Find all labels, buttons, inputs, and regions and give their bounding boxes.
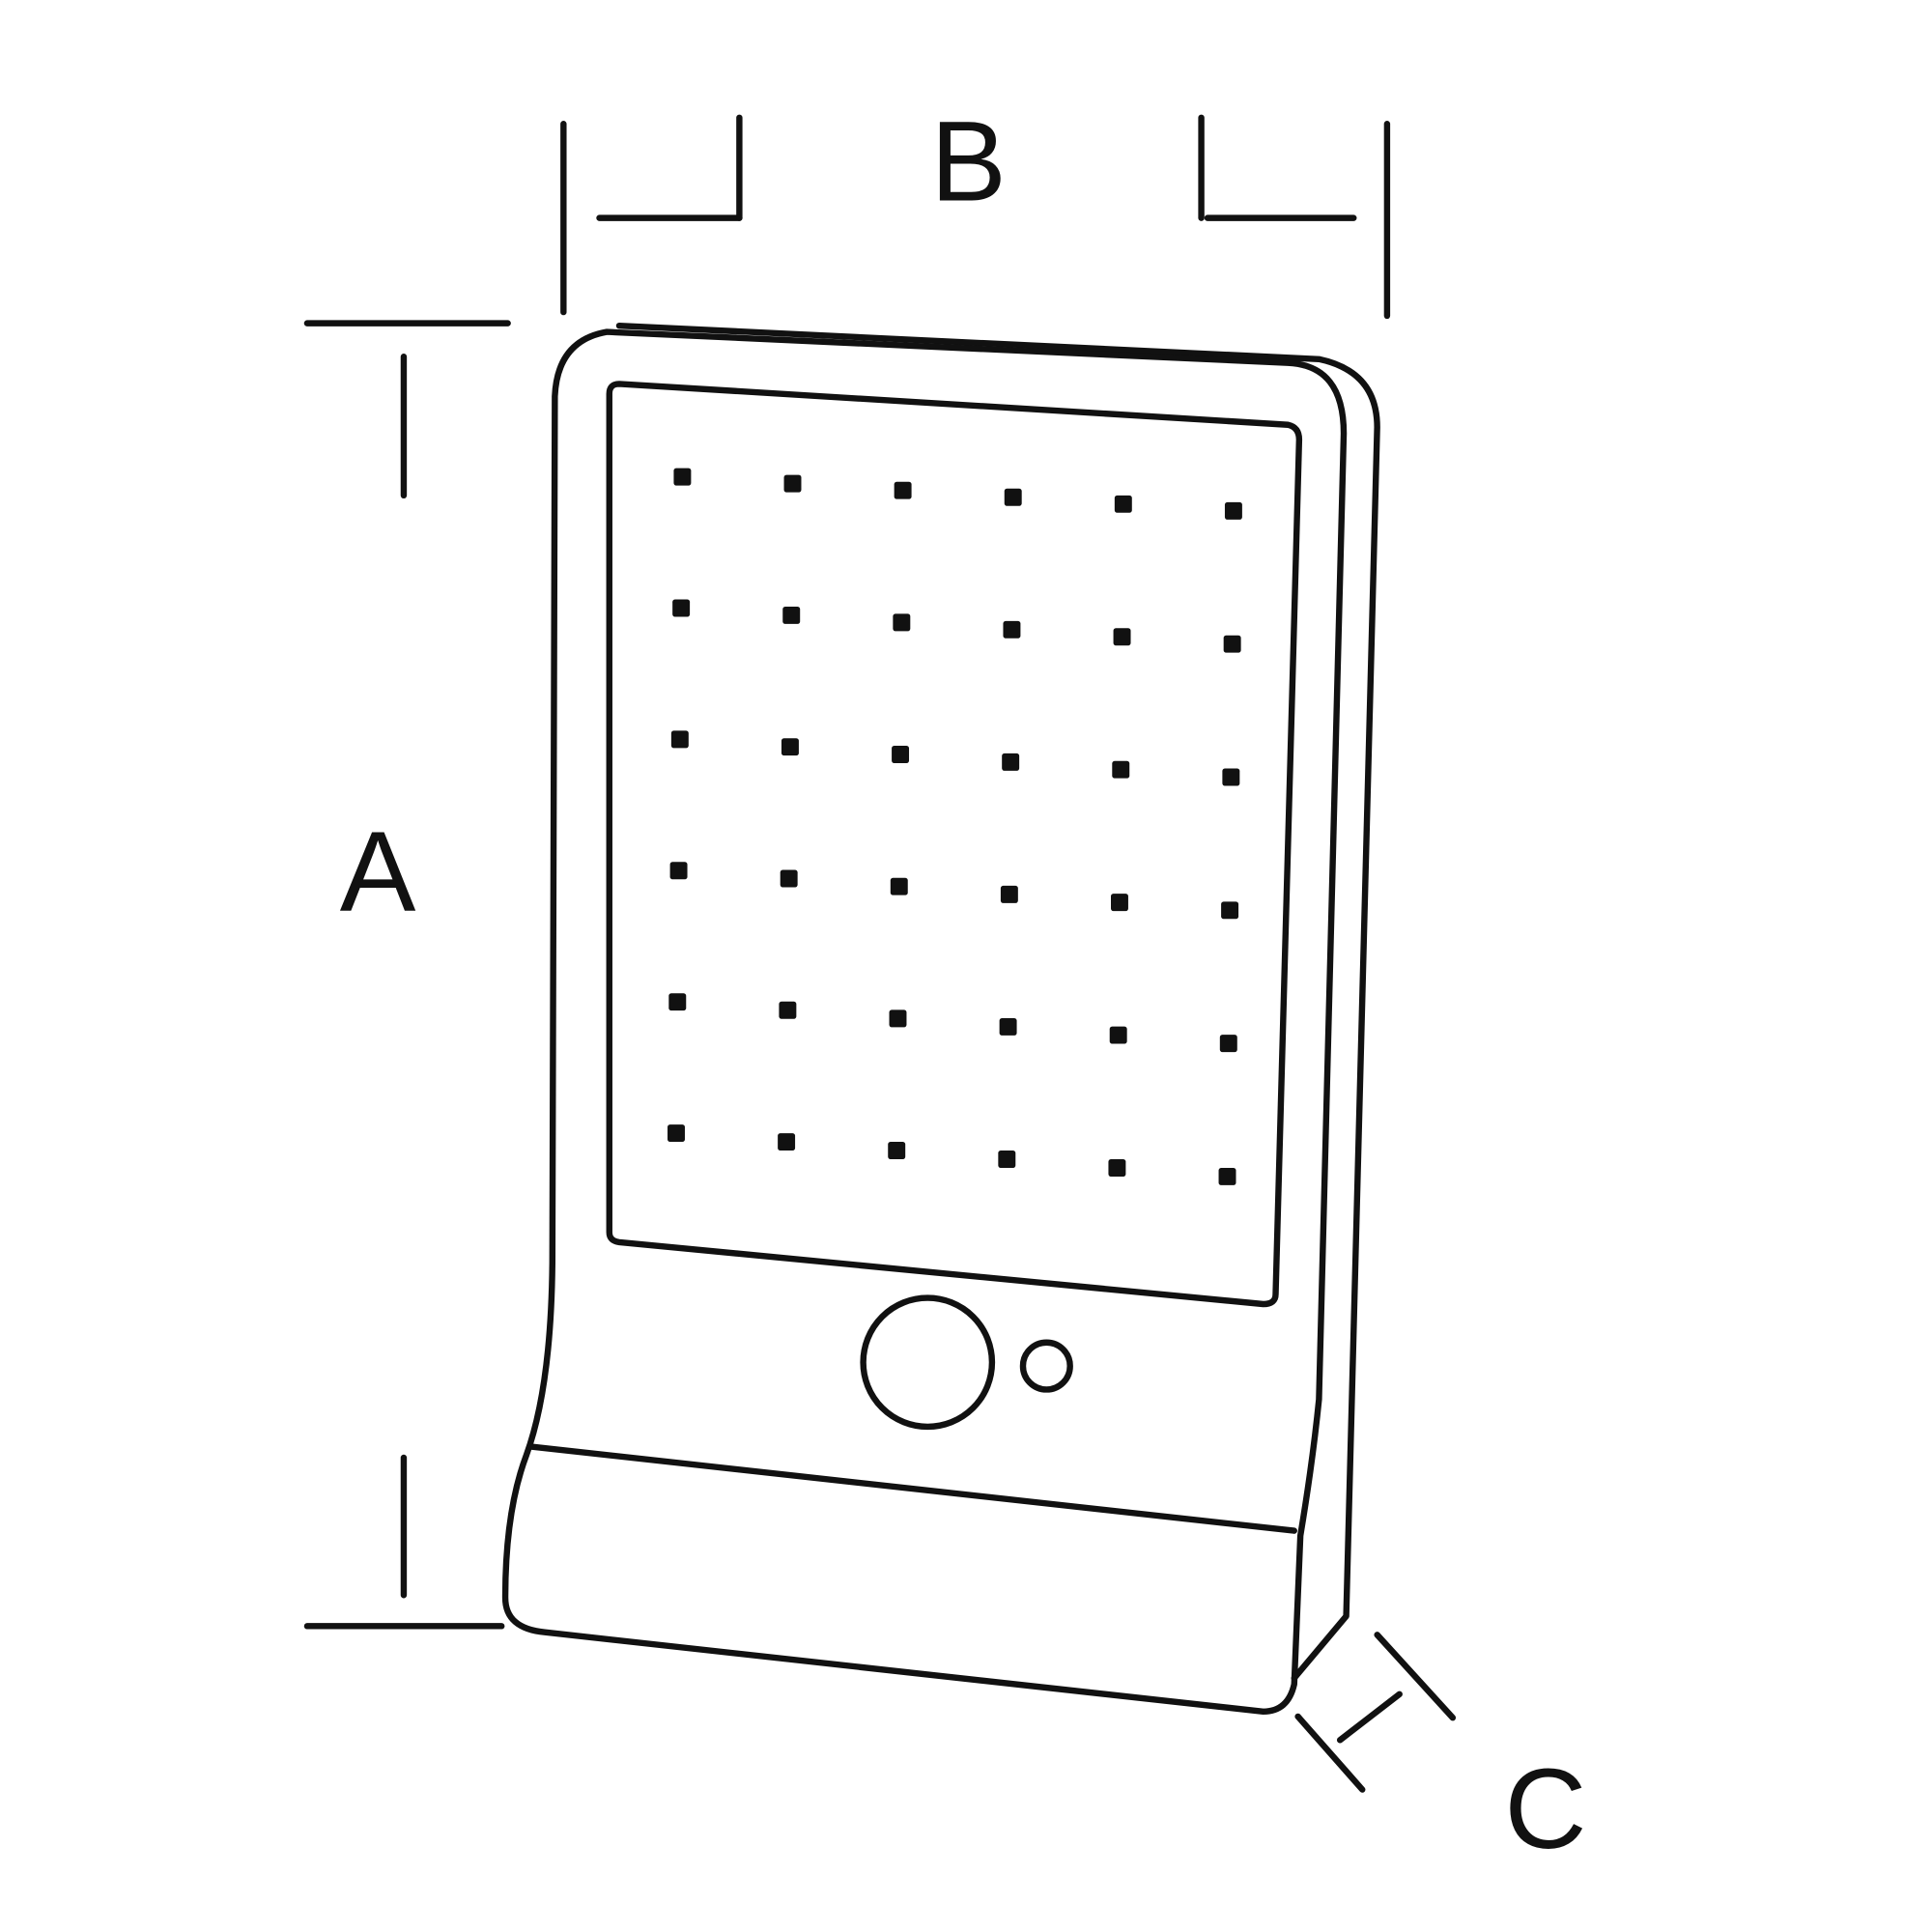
led-dot xyxy=(890,877,908,895)
led-dot xyxy=(894,481,912,499)
led-dot xyxy=(673,468,692,486)
led-dot xyxy=(1003,620,1021,639)
led-dot xyxy=(1112,760,1130,779)
dimension-b: B xyxy=(560,98,1391,320)
led-dot xyxy=(999,1017,1017,1036)
label-c: C xyxy=(1504,1745,1586,1872)
led-dot xyxy=(782,606,801,624)
led-dot xyxy=(781,738,799,756)
led-dot xyxy=(889,1009,907,1028)
dimension-c: C xyxy=(1294,1632,1587,1872)
motion-sensor xyxy=(860,1294,996,1431)
led-dot xyxy=(1000,885,1018,903)
led-dot xyxy=(1222,768,1240,786)
led-dot xyxy=(779,1001,797,1019)
led-dot xyxy=(893,613,911,632)
label-a: A xyxy=(340,807,416,934)
solar-panel xyxy=(606,381,1303,1308)
led-dot xyxy=(1108,1159,1126,1177)
led-dot xyxy=(668,1124,685,1143)
led-dot xyxy=(1109,1026,1127,1044)
led-dot xyxy=(1219,1035,1237,1053)
led-dot xyxy=(1113,628,1131,646)
led-dot xyxy=(1002,753,1020,771)
led-dot xyxy=(1224,501,1242,520)
led-dot xyxy=(888,1142,906,1159)
led-dot xyxy=(1111,894,1128,912)
led-dot xyxy=(1218,1167,1236,1185)
device-body xyxy=(501,322,1380,1716)
dimension-a: A xyxy=(303,320,511,1630)
led-dot xyxy=(1221,901,1239,920)
led-dot xyxy=(672,599,691,617)
led-dot xyxy=(1114,495,1132,513)
led-dot xyxy=(778,1133,796,1151)
led-dot xyxy=(892,746,910,763)
led-dot xyxy=(1004,488,1022,506)
label-b: B xyxy=(930,98,1007,225)
led-grid xyxy=(668,468,1242,1185)
led-dot xyxy=(1223,635,1241,653)
led-dot xyxy=(669,862,688,880)
led-dot xyxy=(998,1151,1016,1168)
led-dot xyxy=(780,869,798,888)
light-sensor xyxy=(1019,1339,1073,1393)
led-dot xyxy=(668,993,687,1011)
led-dot xyxy=(670,730,689,749)
led-dot xyxy=(783,474,802,493)
